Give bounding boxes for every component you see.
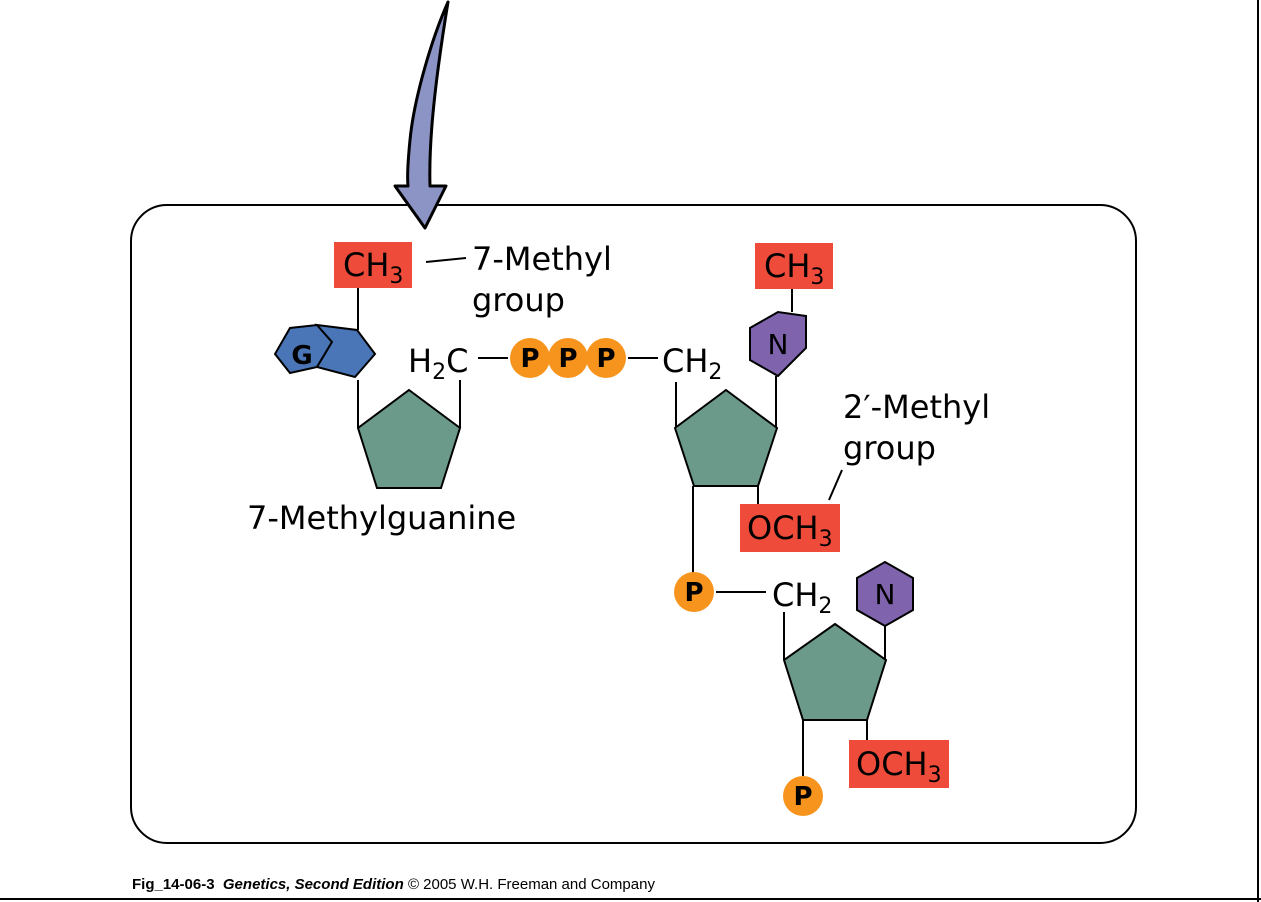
methyl-box-base	[755, 243, 833, 289]
caption-copyright: © 2005 W.H. Freeman and Company	[407, 876, 655, 893]
phosphate-circle-2	[548, 338, 588, 378]
figure-caption: Fig_14-06-3 Genetics, Second Edition © 2…	[132, 876, 655, 893]
nucleotide-base-1: N	[749, 310, 807, 378]
ch2-label-2: CH2	[772, 576, 832, 619]
triphosphate-bridge: P P P	[510, 338, 626, 378]
methyl-ch3-base: CH3	[764, 247, 824, 290]
och3-label-2: OCH3	[856, 745, 942, 788]
phosphate-label-1: P	[520, 344, 539, 374]
caption-fig-id: Fig_14-06-3	[132, 876, 215, 893]
caption-book-title: Genetics, Second Edition	[222, 876, 404, 893]
phosphate-label-2: P	[558, 344, 577, 374]
phosphate-label-3: P	[596, 344, 615, 374]
methyl-ch3-7: CH3	[343, 246, 403, 289]
curved-arrow-icon	[393, 0, 450, 230]
label-2-methyl-group: 2′-Methyl group	[843, 388, 1000, 467]
methyl-box-7	[334, 242, 412, 288]
nucleotide-base-2: N	[856, 560, 914, 628]
phosphate-label-4: P	[684, 578, 703, 608]
ch2-label-1: CH2	[662, 342, 722, 385]
phosphate-circle-4	[674, 572, 714, 612]
phosphate-label-5: P	[793, 782, 812, 812]
sugar-ring-1	[356, 388, 462, 489]
label-7-methyl-group: 7-Methyl group	[472, 240, 622, 319]
methoxy-box-2	[849, 740, 949, 788]
base-label-1: N	[768, 328, 789, 361]
label-7-methylguanine: 7-Methylguanine	[247, 499, 516, 537]
och3-label-1: OCH3	[747, 509, 833, 552]
base-label-2: N	[875, 578, 896, 611]
h2c-label: H2C	[408, 342, 468, 385]
bonds	[357, 257, 886, 776]
guanine-base: G	[273, 323, 377, 379]
phosphate-circle-3	[586, 338, 626, 378]
sugar-ring-3	[782, 622, 888, 721]
guanine-label: G	[291, 341, 312, 371]
sugar-ring-2	[673, 388, 779, 487]
methoxy-box-1	[740, 504, 840, 552]
phosphate-circle-1	[510, 338, 550, 378]
panel-frame	[130, 204, 1137, 844]
phosphate-circle-5	[783, 776, 823, 816]
